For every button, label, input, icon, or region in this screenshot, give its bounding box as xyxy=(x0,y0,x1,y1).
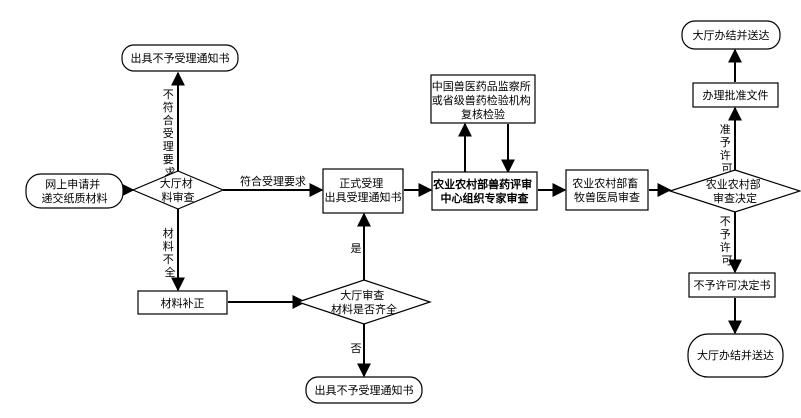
node-approval-doc: 办理批准文件 xyxy=(692,82,779,108)
label-yes: 是 xyxy=(351,242,362,255)
edge-labels: 不 符 合 受 理 要 求 符合受理要求 材 料 不 全 是 否 准 予 许 可… xyxy=(163,88,735,355)
node-deliver-bottom: 大厅办结并送达 xyxy=(687,333,784,378)
svg-text:出具不予受理通知书: 出具不予受理通知书 xyxy=(315,383,414,397)
svg-text:农业农村部畜 牧兽医局审查: 农业农村部畜 牧兽医局审查 xyxy=(572,176,642,204)
label-not-compliant: 不 符 合 受 理 要 求 xyxy=(163,88,178,179)
svg-text:出具不予受理通知书: 出具不予受理通知书 xyxy=(131,51,230,65)
node-apply: 网上申请并 递交纸质材料 xyxy=(25,173,124,209)
node-decision: 农业农村部 审查决定 xyxy=(668,169,801,213)
label-deny: 不 予 许 可 xyxy=(720,215,735,267)
node-deny-doc: 不予许可决定书 xyxy=(688,272,776,298)
label-compliant: 符合受理要求 xyxy=(240,174,306,188)
svg-text:大厅办结并送达: 大厅办结并送达 xyxy=(693,28,770,42)
svg-text:正式受理 出具受理通知书: 正式受理 出具受理通知书 xyxy=(325,177,402,204)
node-hall-review: 大厅材 料审查 xyxy=(131,170,225,210)
label-incomplete: 材 料 不 全 xyxy=(163,226,178,279)
node-lab: 中国兽医药品监察所 或省级兽药检验机构 复核检验 xyxy=(430,74,536,124)
node-supplement: 材料补正 xyxy=(137,290,228,315)
label-no: 否 xyxy=(351,342,362,355)
label-approve: 准 予 许 可 xyxy=(720,123,735,175)
node-deliver-top: 大厅办结并送达 xyxy=(681,20,781,50)
node-complete-check: 大厅审查 材料是否齐全 xyxy=(296,279,432,325)
svg-text:农业农村部兽药评审 中心组织专家审查: 农业农村部兽药评审 中心组织专家审查 xyxy=(432,177,536,205)
connectors xyxy=(120,48,742,378)
svg-text:办理批准文件: 办理批准文件 xyxy=(703,88,769,102)
node-bureau-review: 农业农村部畜 牧兽医局审查 xyxy=(565,169,649,211)
svg-text:大厅办结并送达: 大厅办结并送达 xyxy=(697,348,774,362)
svg-text:大厅审查 材料是否齐全: 大厅审查 材料是否齐全 xyxy=(331,288,397,316)
svg-text:中国兽医药品监察所 或省级兽药检验机构: 中国兽医药品监察所 或省级兽药检验机构 复核检验 xyxy=(432,79,535,121)
node-accept: 正式受理 出具受理通知书 xyxy=(322,168,404,214)
svg-text:材料补正: 材料补正 xyxy=(161,296,205,310)
node-reject-bottom: 出具不予受理通知书 xyxy=(305,376,423,404)
svg-text:网上申请并 递交纸质材料: 网上申请并 递交纸质材料 xyxy=(42,177,108,205)
svg-text:大厅材 料审查: 大厅材 料审查 xyxy=(160,176,197,204)
node-reject-top: 出具不予受理通知书 xyxy=(121,44,239,72)
svg-text:不予许可决定书: 不予许可决定书 xyxy=(694,278,771,292)
node-center-review: 农业农村部兽药评审 中心组织专家审查 xyxy=(431,171,538,211)
svg-text:农业农村部 审查决定: 农业农村部 审查决定 xyxy=(706,177,765,205)
